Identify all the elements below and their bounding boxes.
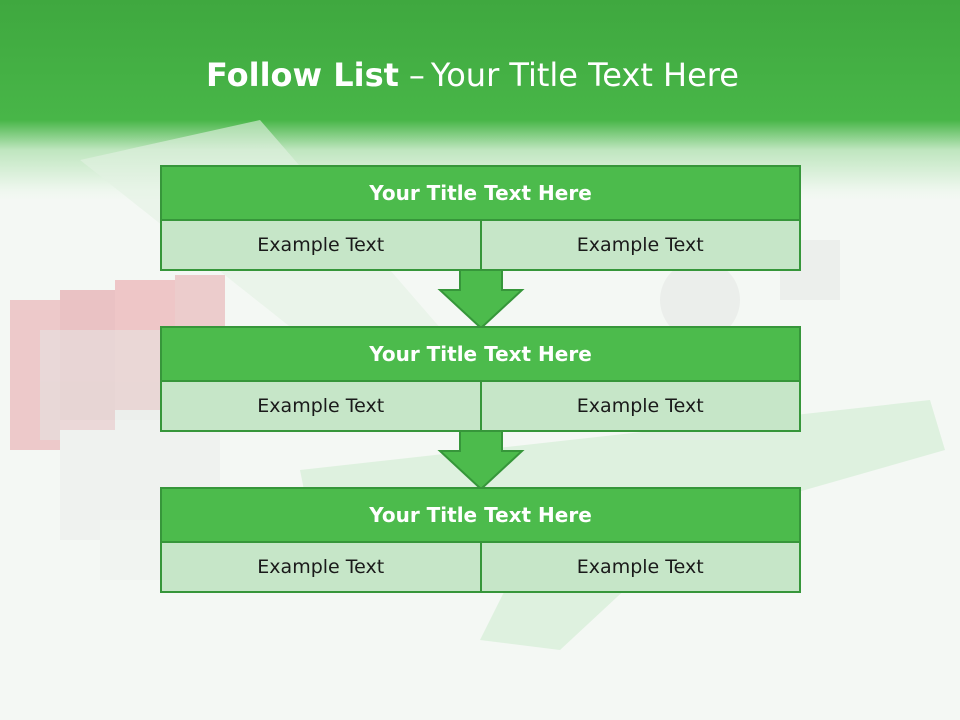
list-block-1: Your Title Text Here Example Text Exampl…: [160, 165, 801, 271]
list-block-2: Your Title Text Here Example Text Exampl…: [160, 326, 801, 432]
block-title: Your Title Text Here: [160, 165, 801, 221]
block-cell-left: Example Text: [160, 221, 482, 271]
block-cell-right: Example Text: [481, 543, 801, 593]
block-cell-right: Example Text: [481, 221, 801, 271]
block-cell-right: Example Text: [481, 382, 801, 432]
block-row: Example Text Example Text: [160, 221, 801, 271]
block-title: Your Title Text Here: [160, 326, 801, 382]
block-title: Your Title Text Here: [160, 487, 801, 543]
slide-title: Follow List–Your Title Text Here: [0, 52, 945, 98]
list-block-3: Your Title Text Here Example Text Exampl…: [160, 487, 801, 593]
block-cell-left: Example Text: [160, 382, 482, 432]
block-cell-left: Example Text: [160, 543, 482, 593]
down-arrow-icon: [437, 430, 525, 491]
block-row: Example Text Example Text: [160, 543, 801, 593]
block-row: Example Text Example Text: [160, 382, 801, 432]
title-lead: Follow List: [206, 56, 399, 94]
title-rest: Your Title Text Here: [430, 56, 739, 94]
down-arrow-icon: [437, 269, 525, 330]
title-dash: –: [408, 56, 425, 94]
